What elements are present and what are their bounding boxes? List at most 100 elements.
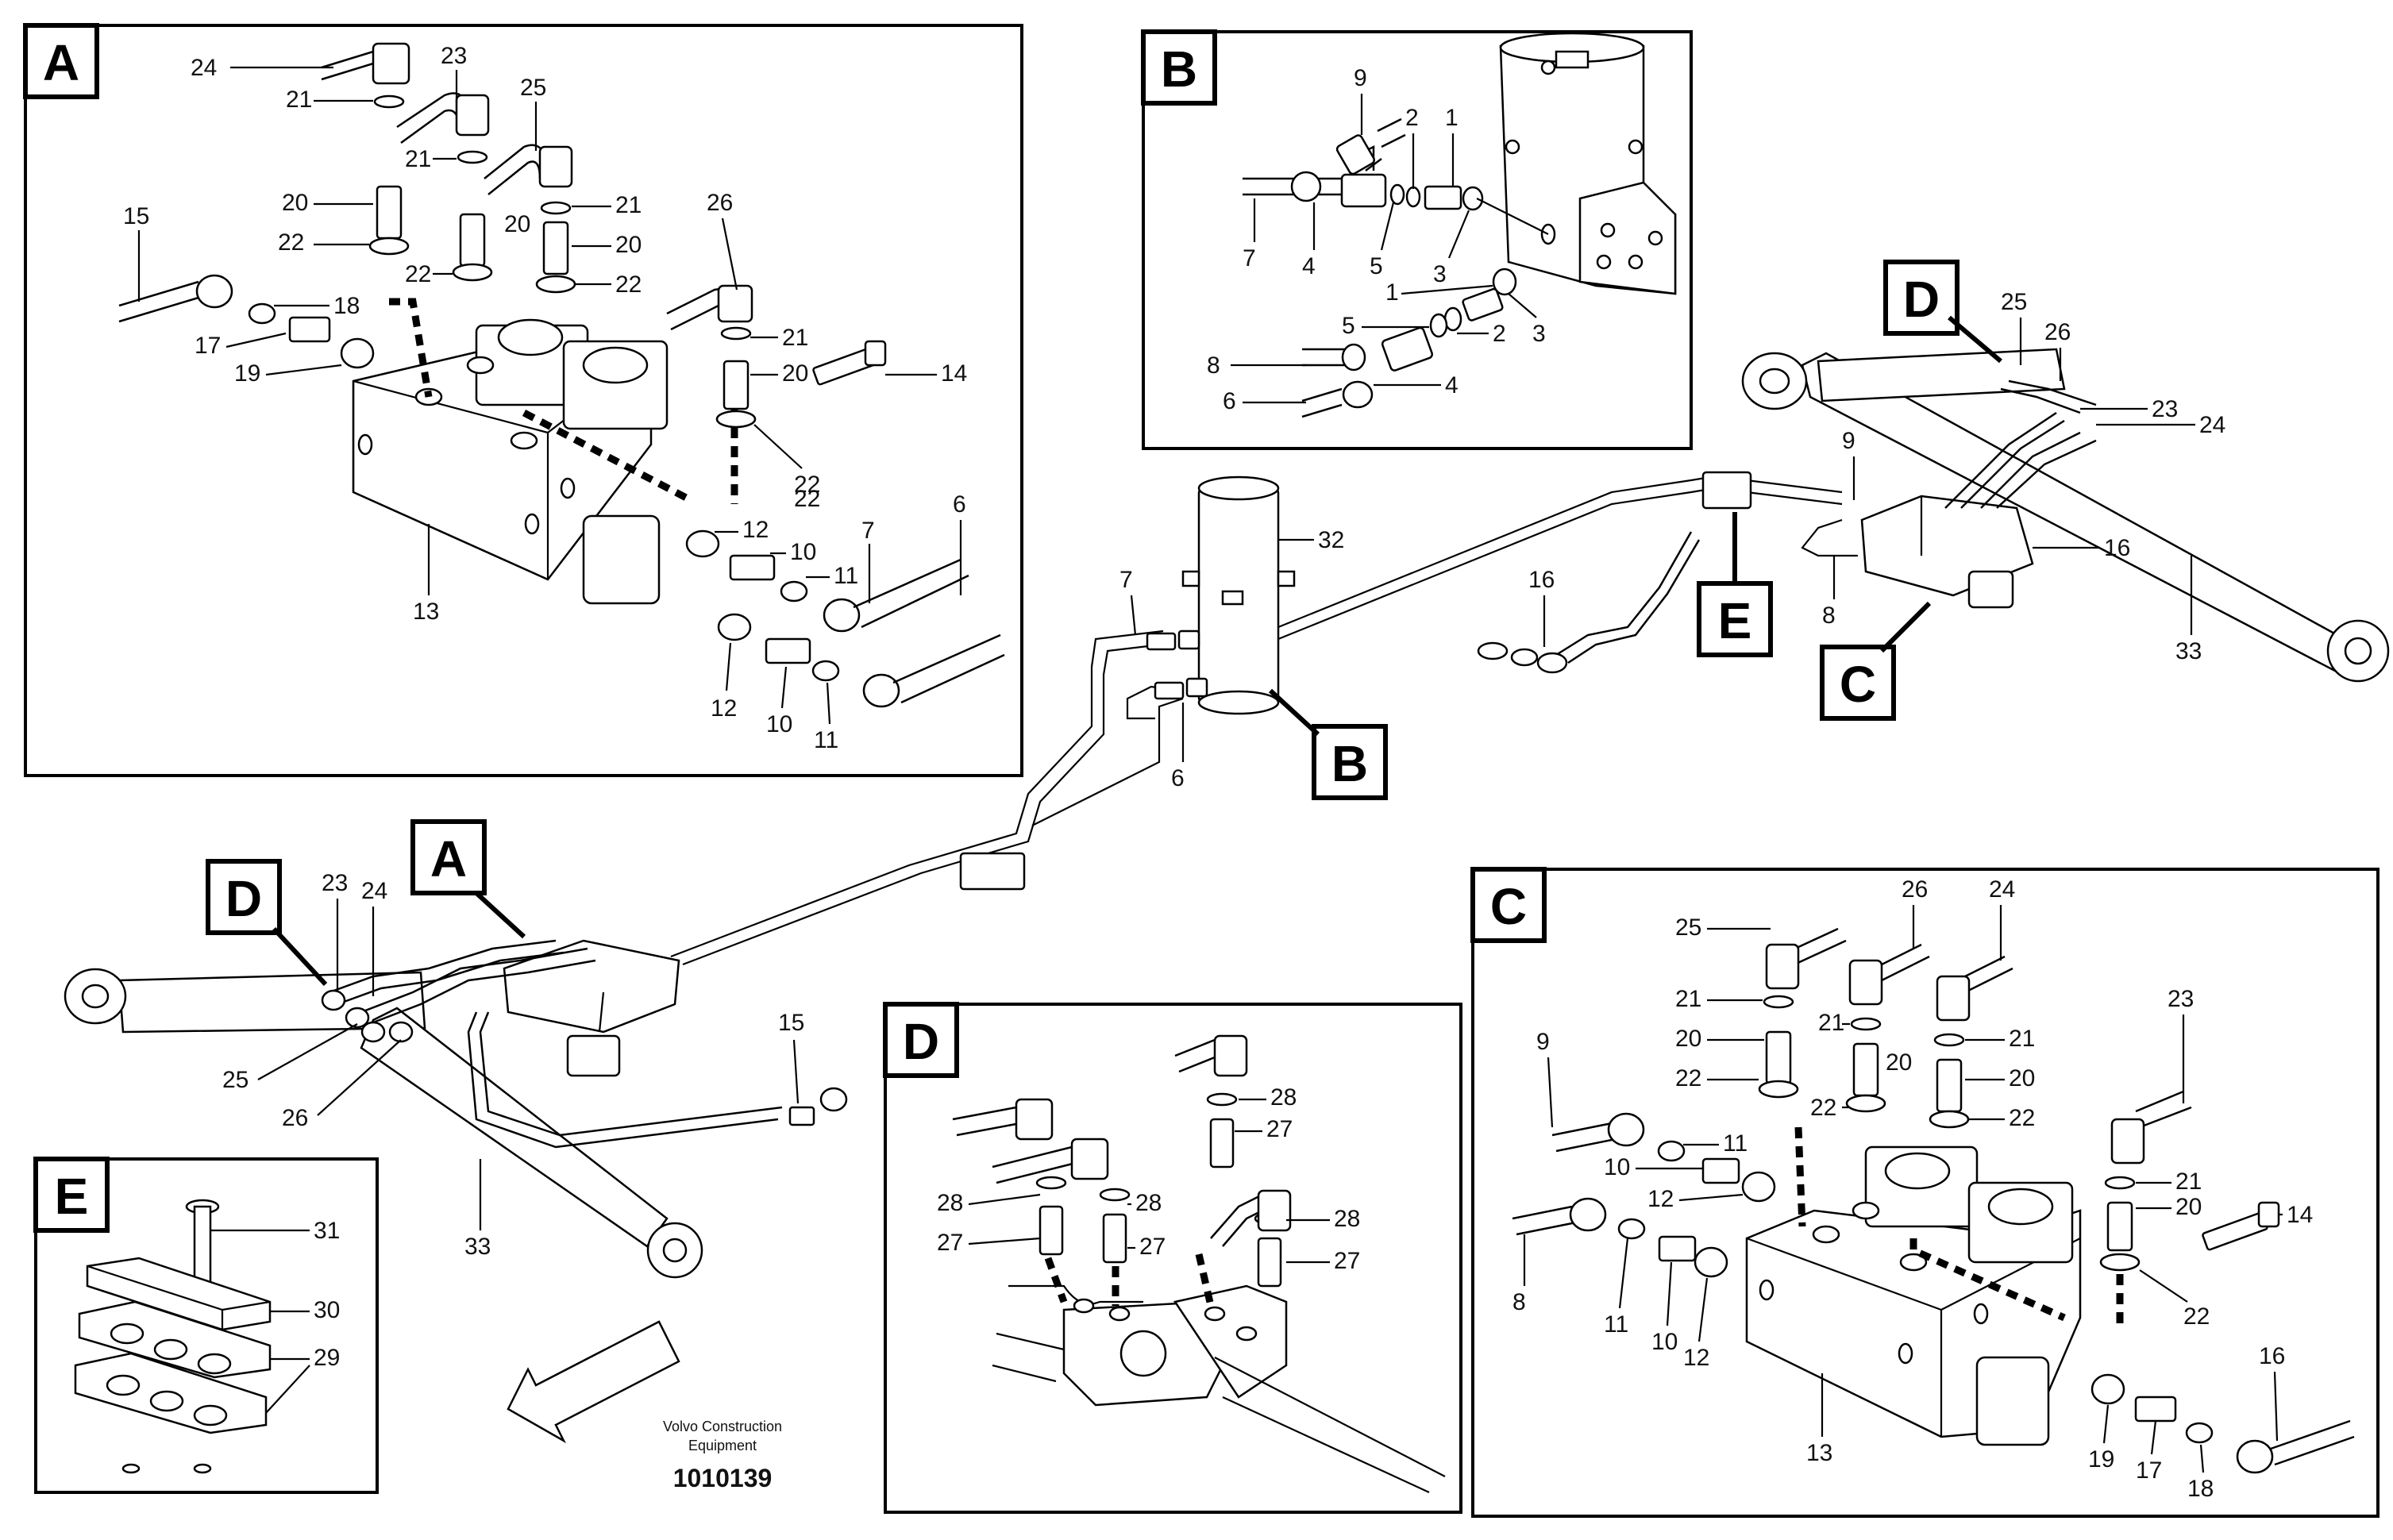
a-label-24: 24 <box>191 55 217 81</box>
c-label-18: 18 <box>2187 1476 2214 1502</box>
a-label-17: 17 <box>195 333 221 359</box>
c-label-21: 21 <box>1675 986 1701 1012</box>
main-tag-a-box <box>410 819 487 895</box>
a-label-20d: 20 <box>782 360 808 387</box>
c-label-13: 13 <box>1806 1440 1832 1466</box>
main-label-23: 23 <box>2152 396 2178 422</box>
main-label-25b: 25 <box>222 1067 249 1093</box>
main-tag-d-left: D <box>225 870 262 927</box>
svg-text:C: C <box>1490 878 1527 935</box>
a-label-22c: 22 <box>615 271 642 298</box>
svg-text:D: D <box>903 1013 939 1070</box>
b-label-5: 5 <box>1370 253 1383 279</box>
b-label-3b: 3 <box>1532 321 1546 347</box>
a-label-14: 14 <box>941 360 967 387</box>
main-label-8: 8 <box>1822 603 1836 629</box>
main-label-23b: 23 <box>322 870 348 896</box>
a-label-26: 26 <box>707 190 733 216</box>
panel-c-labels: 25 26 24 21 21 21 20 20 20 22 22 22 23 9… <box>1512 876 2313 1502</box>
a-label-22: 22 <box>278 229 304 256</box>
panel-b-labels: 9 2 1 7 4 5 3 1 3 5 2 8 6 4 <box>1207 65 1546 414</box>
panel-e-frame <box>34 1157 379 1494</box>
b-label-9: 9 <box>1354 65 1367 91</box>
a-label-11b: 11 <box>814 727 838 753</box>
panel-c-frame <box>1471 868 2380 1518</box>
b-label-2: 2 <box>1405 105 1419 131</box>
c-label-8: 8 <box>1512 1289 1526 1315</box>
main-tag-c: C <box>1840 656 1876 713</box>
main-label-33: 33 <box>2175 638 2202 664</box>
c-label-21b: 21 <box>1818 1010 1844 1036</box>
main-tag-e: E <box>1718 592 1752 649</box>
main-tag-d-right-box <box>1883 260 1959 336</box>
a-label-21: 21 <box>286 87 312 113</box>
main-tag-d-left-box <box>206 859 282 935</box>
main-tag-b-box <box>1312 724 1388 800</box>
a-label-7: 7 <box>861 518 875 544</box>
a-label-19: 19 <box>234 360 260 387</box>
panel-letter-e: E <box>33 1157 110 1233</box>
e-label-30: 30 <box>314 1297 340 1323</box>
c-label-9: 9 <box>1536 1029 1550 1055</box>
svg-text:E: E <box>55 1168 89 1225</box>
c-label-22: 22 <box>1675 1065 1701 1091</box>
d-label-27b: 27 <box>937 1230 963 1256</box>
footer: Volvo Construction Equipment 1010139 <box>663 1419 782 1492</box>
a-label-20b: 20 <box>504 211 530 237</box>
panel-b-drawing <box>1243 32 1677 418</box>
d-label-28c: 28 <box>1135 1190 1162 1216</box>
main-tag-a: A <box>430 830 467 887</box>
panel-a-labels: 24 21 23 25 21 21 20 20 20 22 22 22 15 1… <box>123 43 967 753</box>
b-label-1: 1 <box>1445 105 1459 131</box>
c-label-11: 11 <box>1723 1130 1748 1157</box>
panel-letter-b: B <box>1141 29 1217 106</box>
b-label-8: 8 <box>1207 352 1220 379</box>
svg-text:B: B <box>1161 40 1197 98</box>
a-label-11: 11 <box>834 563 858 589</box>
b-label-4b: 4 <box>1445 372 1459 398</box>
panel-a-drawing <box>118 42 1005 708</box>
d-label-28b: 28 <box>937 1190 963 1216</box>
b-label-3: 3 <box>1433 261 1447 287</box>
b-label-4: 4 <box>1302 253 1316 279</box>
c-label-12b: 12 <box>1683 1345 1709 1371</box>
a-label-6: 6 <box>953 491 966 518</box>
d-label-27: 27 <box>1266 1116 1293 1142</box>
main-label-33b: 33 <box>464 1234 491 1260</box>
panel-letter-a: A <box>23 23 99 99</box>
c-label-10b: 10 <box>1651 1329 1678 1355</box>
a-label-15: 15 <box>123 203 149 229</box>
main-tag-b: B <box>1331 735 1368 792</box>
main-label-16b: 16 <box>2104 535 2130 561</box>
c-label-20c: 20 <box>2009 1065 2035 1091</box>
d-label-27c: 27 <box>1139 1234 1166 1260</box>
panel-b-frame <box>1142 30 1693 450</box>
c-label-23: 23 <box>2168 986 2194 1012</box>
main-label-16: 16 <box>1528 567 1555 593</box>
a-label-20c: 20 <box>615 232 642 258</box>
c-label-16: 16 <box>2259 1343 2285 1369</box>
a-label-21b: 21 <box>405 146 431 172</box>
main-label-25: 25 <box>2001 289 2027 315</box>
c-label-11b: 11 <box>1604 1311 1628 1338</box>
b-label-5b: 5 <box>1342 313 1355 339</box>
c-label-26: 26 <box>1902 876 1928 903</box>
e-label-29: 29 <box>314 1345 340 1371</box>
direction-arrow <box>507 1320 680 1444</box>
a-label-10: 10 <box>790 539 816 565</box>
c-label-20b: 20 <box>1886 1049 1912 1076</box>
main-label-26b: 26 <box>282 1105 308 1131</box>
a-label-18: 18 <box>333 293 360 319</box>
a-label-22e: 22 <box>794 486 820 512</box>
d-label-28: 28 <box>1270 1084 1297 1111</box>
b-label-7: 7 <box>1243 245 1256 271</box>
main-labels: 32 7 6 16 9 8 16 25 26 23 24 33 23 24 25… <box>222 289 2225 1260</box>
main-label-24b: 24 <box>361 878 387 904</box>
c-label-20: 20 <box>1675 1026 1701 1052</box>
main-label-24: 24 <box>2199 412 2225 438</box>
main-label-7: 7 <box>1119 567 1133 593</box>
a-label-12: 12 <box>742 517 769 543</box>
c-label-21d: 21 <box>2175 1168 2202 1195</box>
panel-e-drawing <box>74 1199 272 1474</box>
b-label-6: 6 <box>1223 388 1236 414</box>
